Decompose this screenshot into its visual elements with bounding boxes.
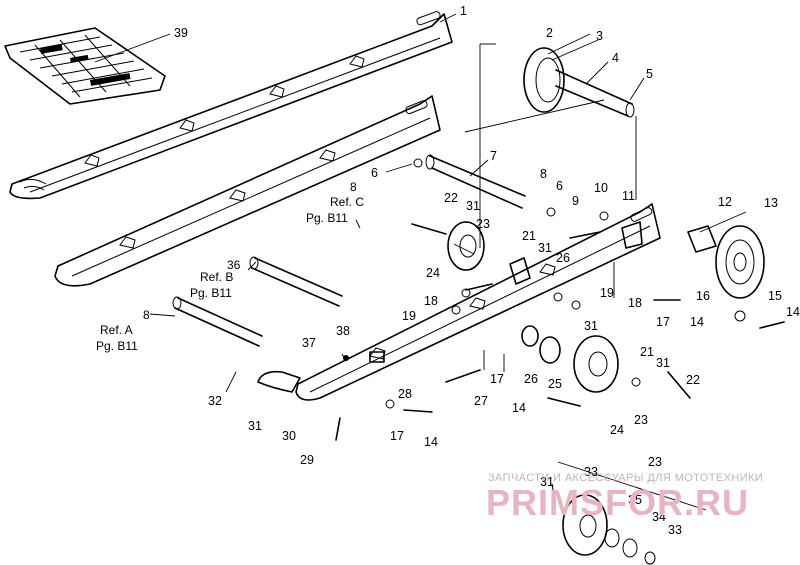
callout-16: 16 bbox=[696, 289, 710, 303]
callout-17-left: 17 bbox=[390, 429, 404, 443]
part-39-guide-mat bbox=[4, 27, 166, 105]
callout-14-rmid: 14 bbox=[690, 315, 704, 329]
part-1-upper-rail bbox=[9, 11, 453, 200]
part-23-idler-wheel-upper bbox=[447, 221, 485, 271]
callout-6-left: 6 bbox=[371, 166, 378, 180]
part-36-shaft-ref-b bbox=[249, 256, 343, 307]
callout-18-left: 18 bbox=[424, 294, 438, 308]
reference-a: 8 Ref. A Pg. B11 bbox=[96, 308, 150, 353]
callout-32: 32 bbox=[208, 394, 222, 408]
reference-b-label: Ref. B bbox=[200, 270, 233, 284]
part-30-lower-rail bbox=[295, 203, 661, 401]
callout-2: 2 bbox=[546, 26, 553, 40]
part-13-rear-idler-wheel bbox=[715, 225, 765, 299]
callout-29: 29 bbox=[300, 453, 314, 467]
fastener-bolts bbox=[335, 223, 785, 441]
callout-35: 35 bbox=[628, 493, 642, 507]
part-26-pivot-bracket bbox=[509, 257, 531, 285]
callout-8-top: 8 bbox=[540, 167, 547, 181]
callout-17-right: 17 bbox=[656, 315, 670, 329]
callout-23-mid: 23 bbox=[634, 413, 648, 427]
callout-13: 13 bbox=[764, 196, 778, 210]
callout-19-right: 19 bbox=[600, 286, 614, 300]
callout-37: 37 bbox=[302, 336, 316, 350]
callout-5: 5 bbox=[646, 67, 653, 81]
callout-14-left: 14 bbox=[424, 435, 438, 449]
part-25-spacer bbox=[521, 325, 561, 364]
watermark: ЗАПЧАСТИ И АКСЕССУАРЫ ДЛЯ МОТОТЕХНИКИ PR… bbox=[486, 472, 763, 523]
callout-1: 1 bbox=[460, 4, 467, 18]
detail-wheel-assembly bbox=[551, 483, 656, 565]
callout-30: 30 bbox=[282, 429, 296, 443]
callout-9: 9 bbox=[572, 194, 579, 208]
callout-34: 34 bbox=[652, 510, 666, 524]
callout-31-bright: 31 bbox=[656, 356, 670, 370]
callout-27: 27 bbox=[474, 394, 488, 408]
callout-26-top: 26 bbox=[556, 251, 570, 265]
callout-3: 3 bbox=[596, 29, 603, 43]
callout-31-mid: 31 bbox=[538, 241, 552, 255]
callout-28: 28 bbox=[398, 387, 412, 401]
part-38-block bbox=[369, 351, 385, 363]
callout-14-mid: 14 bbox=[512, 401, 526, 415]
watermark-caption: ЗАПЧАСТИ И АКСЕССУАРЫ ДЛЯ МОТОТЕХНИКИ bbox=[488, 472, 763, 484]
callout-26-bottom: 26 bbox=[524, 372, 538, 386]
reference-c-number: 8 bbox=[350, 180, 357, 194]
callout-17-mid: 17 bbox=[490, 372, 504, 386]
reference-c-label: Ref. C bbox=[330, 195, 364, 209]
callout-23-detail: 23 bbox=[648, 455, 662, 469]
part-8-shaft-ref-a bbox=[172, 296, 263, 347]
callout-23-top: 23 bbox=[476, 217, 490, 231]
callout-10: 10 bbox=[594, 181, 608, 195]
part-23-idler-wheel-lower bbox=[573, 335, 619, 393]
callout-21-top: 21 bbox=[522, 229, 536, 243]
callout-12: 12 bbox=[718, 195, 732, 209]
callout-31-right: 31 bbox=[584, 319, 598, 333]
part-12-bushing bbox=[687, 225, 717, 253]
reference-c-page: Pg. B11 bbox=[306, 211, 348, 225]
part-1-middle-rail bbox=[54, 95, 441, 287]
callout-31-top: 31 bbox=[466, 199, 480, 213]
reference-a-number: 8 bbox=[143, 308, 150, 322]
callout-7: 7 bbox=[490, 149, 497, 163]
callout-21-bottom: 21 bbox=[640, 345, 654, 359]
callout-6-right: 6 bbox=[556, 179, 563, 193]
reference-c: 8 Ref. C Pg. B11 bbox=[306, 180, 364, 225]
callout-31-bottom: 31 bbox=[248, 419, 262, 433]
callout-15: 15 bbox=[768, 289, 782, 303]
part-11-bracket bbox=[621, 221, 643, 249]
watermark-brand: PRIMSFOR.RU bbox=[486, 482, 749, 523]
callout-24-top: 24 bbox=[426, 266, 440, 280]
reference-a-page: Pg. B11 bbox=[96, 339, 138, 353]
callout-22-top: 22 bbox=[444, 191, 458, 205]
part-7-cross-shaft bbox=[425, 154, 526, 209]
reference-b: 36 Ref. B Pg. B11 bbox=[190, 258, 241, 300]
callout-4: 4 bbox=[612, 51, 619, 65]
leader-lines bbox=[94, 13, 747, 511]
callout-19-left: 19 bbox=[402, 309, 416, 323]
reference-a-label: Ref. A bbox=[100, 323, 133, 337]
part-31-slide-tip bbox=[257, 370, 301, 393]
callout-18-right: 18 bbox=[628, 296, 642, 310]
callout-39: 39 bbox=[174, 26, 188, 40]
callout-38: 38 bbox=[336, 324, 350, 338]
callout-33-bottom: 33 bbox=[668, 523, 682, 537]
callout-31-detail: 31 bbox=[540, 475, 554, 489]
part-2-upper-idler-wheel bbox=[523, 47, 635, 118]
callout-22-bottom: 22 bbox=[686, 373, 700, 387]
callout-25: 25 bbox=[548, 377, 562, 391]
callout-11: 11 bbox=[622, 189, 635, 203]
callout-33-top: 33 bbox=[584, 465, 598, 479]
callout-24-bottom: 24 bbox=[610, 423, 624, 437]
reference-b-number: 36 bbox=[227, 258, 241, 272]
callout-14-right: 14 bbox=[786, 305, 800, 319]
callout-labels: 1 2 3 4 5 39 7 6 8 6 9 10 11 12 13 22 31… bbox=[174, 4, 800, 537]
fastener-nuts-washers bbox=[343, 158, 746, 409]
reference-b-page: Pg. B11 bbox=[190, 286, 232, 300]
